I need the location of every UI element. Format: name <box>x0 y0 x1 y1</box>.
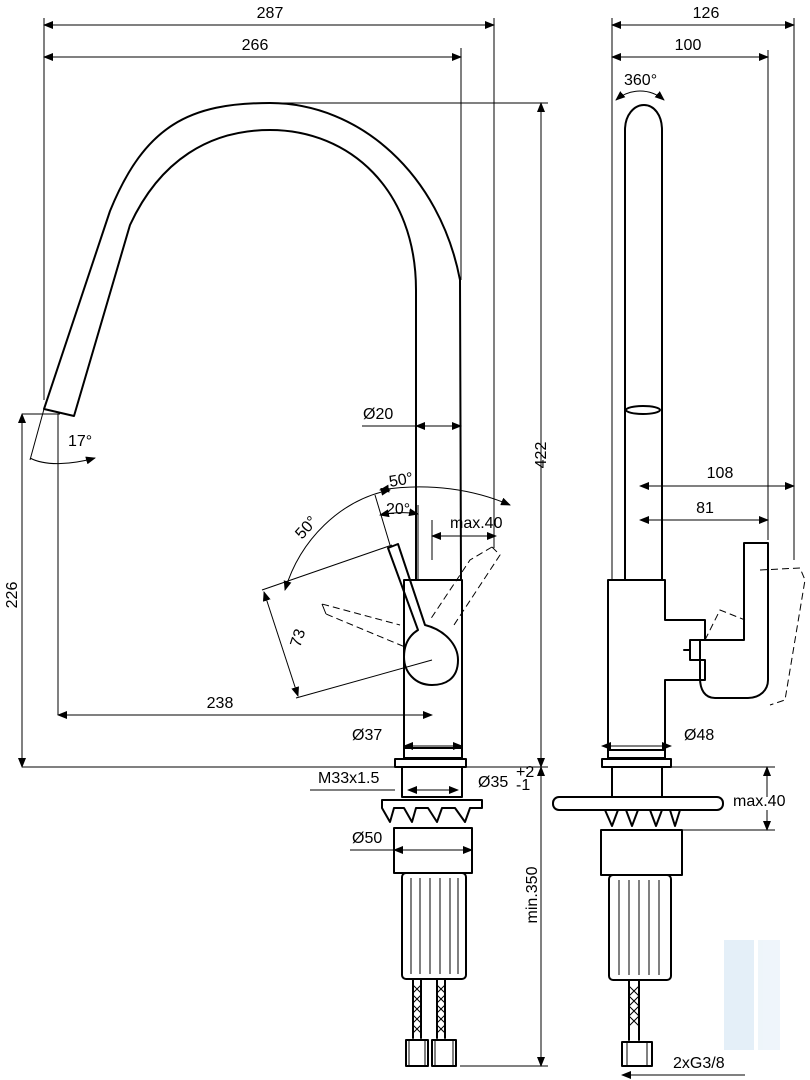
dim-hole-tol-minus: -1 <box>516 777 530 794</box>
lever-alt-left <box>321 603 406 648</box>
front-dimensions: 287 266 422 226 17° Ø20 50° 50° 20° max.… <box>4 5 550 1067</box>
side-spout-outlet <box>625 405 661 415</box>
dim-body-depth: 100 <box>675 37 702 54</box>
side-hose <box>621 979 653 1067</box>
front-view <box>43 102 501 1067</box>
tap-body <box>403 579 463 759</box>
dim-deck-thickness: max.40 <box>733 793 786 810</box>
side-base-ring <box>607 749 666 759</box>
side-dimensions: 126 100 360° 108 81 Ø48 max.40 2xG3/8 <box>601 5 795 1079</box>
dim-total-height: 422 <box>533 442 550 469</box>
dim-hole-diameter: Ø35 <box>478 774 508 791</box>
side-deck-plate <box>552 796 724 811</box>
dim-total-depth: 126 <box>693 5 720 22</box>
thread-sleeve <box>401 766 463 798</box>
dim-thread: M33x1.5 <box>318 770 379 787</box>
fixing-flange <box>381 799 483 823</box>
side-deck-sleeve <box>601 758 672 768</box>
dim-lever-reach: 238 <box>207 695 234 712</box>
dim-spout-diameter: Ø20 <box>363 406 393 423</box>
dim-total-width: 287 <box>257 5 284 22</box>
dim-min-hose: min.350 <box>524 866 541 923</box>
dim-lever-angle-left: 50° <box>292 513 321 542</box>
side-thread <box>611 766 663 798</box>
hoses <box>405 978 457 1067</box>
dim-body-diameter: Ø37 <box>352 727 382 744</box>
lever <box>387 543 459 686</box>
lever-alt-right <box>429 546 501 629</box>
dim-hole-tol-plus: +2 <box>516 764 534 781</box>
dim-rotation: 360° <box>624 72 657 89</box>
side-lever-alt <box>704 567 806 706</box>
watermark-logo <box>724 940 780 1050</box>
dim-base-diameter: Ø50 <box>352 830 382 847</box>
dim-lever-depth: 108 <box>707 465 734 482</box>
dim-connections: 2xG3/8 <box>673 1055 725 1072</box>
dim-spout-reach: 266 <box>242 37 269 54</box>
side-lever <box>699 542 769 699</box>
deck-sleeve <box>394 758 467 768</box>
side-nut <box>600 829 683 876</box>
side-view <box>552 104 806 1067</box>
side-flange-teeth <box>604 809 681 827</box>
tap-base-ring <box>403 747 463 759</box>
side-body <box>607 579 706 751</box>
dim-lever-length: 73 <box>288 627 310 649</box>
dim-lever-clearance: max.40 <box>450 515 503 532</box>
dim-spout-angle: 17° <box>68 433 92 450</box>
side-ribbed-tube <box>608 874 672 981</box>
dim-outlet-height: 226 <box>4 582 21 609</box>
dim-lever-angle-right: 50° <box>388 470 415 491</box>
dim-lever-offset: 81 <box>696 500 714 517</box>
dim-lever-angle-small: 20° <box>386 501 410 518</box>
ribbed-tube <box>401 872 467 980</box>
dim-side-body-diameter: Ø48 <box>684 727 714 744</box>
side-spout <box>624 104 663 581</box>
